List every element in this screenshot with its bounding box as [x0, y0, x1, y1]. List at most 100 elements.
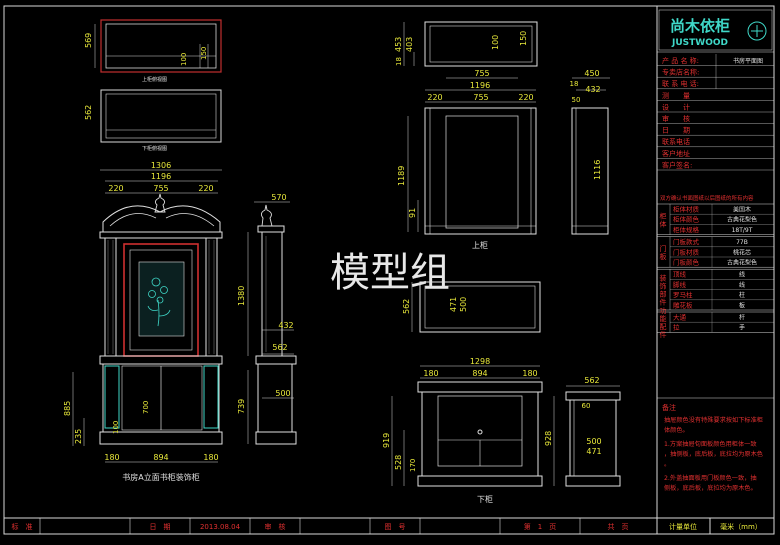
dim-front-width: 1306 [151, 161, 171, 170]
dim-upper-base: 91 [408, 208, 417, 218]
fittings-group-label: 功能配件 [660, 306, 667, 339]
dim-side-depth: 570 [271, 193, 286, 202]
upper-cabinet-side [571, 77, 610, 235]
info-label-8: 客户地址 [662, 149, 690, 158]
info-label-3: 测 量 [662, 92, 690, 100]
bottom-cell-2: 2013.08.04 [200, 523, 241, 531]
watermark: 模型组 [330, 250, 450, 296]
lower-plan-view [100, 89, 222, 143]
side-elevation [247, 201, 297, 445]
door-group-row-label-2: 门板颜色 [673, 258, 700, 267]
parts-group-row-value-0: 线 [739, 271, 745, 279]
dim-upper-755: 755 [473, 93, 488, 102]
dim-upper-755-top: 755 [474, 69, 489, 78]
parts-group-row-value-3: 板 [739, 301, 745, 309]
notice-text: 双方确认书面图纸以后图纸的所有内容 [660, 194, 754, 202]
door-group-label: 门板 [660, 244, 667, 261]
info-label-5: 审 核 [662, 114, 690, 123]
cabinet-group-row-label-1: 柜体颜色 [673, 215, 700, 224]
door-group-row-label-1: 门板材质 [673, 247, 700, 256]
upper-plan-view [94, 19, 222, 73]
bottom-cell-8: 共 页 [608, 522, 629, 531]
dim-lower-side-471: 471 [586, 447, 601, 456]
parts-group-row-value-1: 线 [739, 281, 745, 289]
notes-title: 备注 [662, 403, 676, 412]
title-block [657, 9, 774, 53]
dim-front-bottom-right: 180 [203, 453, 218, 462]
lower-cabinet-side [553, 385, 621, 487]
dim-upper-side-432: 432 [585, 85, 600, 94]
lower-view-title: 下柜 [477, 494, 493, 504]
brand-logo-cn: 尚木依柜 [670, 17, 730, 35]
dim-front-bottom-left: 180 [104, 453, 119, 462]
door-group-row-value-1: 桃花芯 [733, 248, 751, 256]
note-line-0: 抽屉颜色没有特殊要求按如下标准柜体颜色。 [664, 416, 763, 434]
upper-view-title: 上柜 [472, 240, 488, 250]
info-label-6: 日 期 [662, 127, 690, 135]
notes-body: 抽屉颜色没有特殊要求按如下标准柜体颜色。 1.方案抽屉旬面板颜色用柜体一致，抽侧板… [664, 416, 763, 492]
unit-value: 毫米（mm） [720, 522, 762, 531]
bottom-cell-0: 标 准 [12, 522, 33, 531]
dim-front-bottom-mid: 894 [153, 453, 168, 462]
dim-front-base: 235 [74, 429, 83, 444]
dim-plan-top-569: 569 [84, 33, 93, 48]
dim-plan-top-100: 100 [180, 53, 188, 66]
dim-upper-plan-453: 453 [394, 37, 403, 52]
dim-upper-220-left: 220 [427, 93, 442, 102]
parts-group-row-label-0: 顶线 [673, 270, 687, 279]
fittings-group-row-label-0: 大通 [673, 313, 687, 322]
dim-lower-side-928: 928 [544, 431, 553, 446]
parts-group-row-value-2: 柱 [739, 291, 745, 299]
dim-front-upper-height: 1380 [237, 286, 246, 306]
dim-lower-919: 919 [382, 433, 391, 448]
lower-cabinet-plan [411, 281, 541, 333]
cabinet-group-row-value-1: 古典花梨色 [727, 216, 757, 224]
cabinet-group-row-label-0: 柜体材质 [673, 205, 700, 214]
parts-group-row-label-2: 罗马柱 [673, 290, 693, 299]
brand-emblem [747, 21, 767, 41]
dim-upper-plan-100: 100 [491, 35, 500, 50]
door-group-row-value-0: 77B [736, 239, 748, 246]
dim-upper-1196: 1196 [470, 81, 490, 90]
info-label-0: 产 品 名 称: [662, 56, 699, 65]
dim-upper-plan-18: 18 [395, 57, 403, 66]
upper-plan-label: 上柜俯视图 [142, 76, 167, 83]
dim-lower-side-500: 500 [586, 437, 601, 446]
dim-front-part-left: 220 [108, 184, 123, 193]
fittings-group-row-value-0: 杆 [739, 314, 745, 322]
front-elevation [72, 169, 223, 463]
note-line-1: 1.方案抽屉旬面板颜色用柜体一致，抽侧板，底后板，底拉均为原木色。 [664, 440, 763, 468]
dim-lower-180-left: 180 [423, 369, 438, 378]
dim-upper-plan-403: 403 [405, 37, 414, 52]
dim-front-inner: 1196 [151, 172, 171, 181]
dim-front-door-h: 700 [142, 401, 150, 414]
dim-lower-plan-500: 500 [459, 297, 468, 312]
dim-side-562: 562 [272, 343, 287, 352]
info-label-4: 设 计 [662, 102, 690, 111]
dim-front-part-right: 220 [198, 184, 213, 193]
parts-group-row-label-1: 脚线 [673, 280, 687, 289]
dim-upper-220-right: 220 [518, 93, 533, 102]
parts-group-row-label-3: 雕花板 [673, 300, 693, 309]
dim-front-part-mid: 755 [153, 184, 168, 193]
cabinet-group-label: 柜体 [660, 211, 667, 228]
dim-side-500: 500 [275, 389, 290, 398]
dim-lower-170: 170 [409, 459, 417, 472]
door-group-row-label-0: 门板款式 [673, 237, 700, 246]
dim-upper-plan-150: 150 [519, 31, 528, 46]
bottom-cell-3: 审 核 [265, 522, 286, 531]
cabinet-group-row-value-2: 18T/9T [732, 227, 753, 234]
front-view-title: 书房A立面书柜装饰柜 [122, 472, 199, 482]
fittings-group-row-label-1: 拉 [673, 323, 680, 332]
dim-lower-180-right: 180 [522, 369, 537, 378]
dim-upper-height: 1189 [397, 166, 406, 186]
dim-plan-bottom: 562 [84, 105, 93, 120]
fittings-group-row-value-1: 手 [739, 324, 745, 332]
dim-lower-side-562: 562 [584, 376, 599, 385]
cabinet-group-row-label-2: 柜体规格 [673, 225, 700, 234]
note-line-2: 2.外盖抽面板用门板颜色一致，抽侧板，底后板，底拉均为原木色。 [664, 474, 757, 492]
bottom-cell-7: 第 1 页 [524, 522, 556, 531]
